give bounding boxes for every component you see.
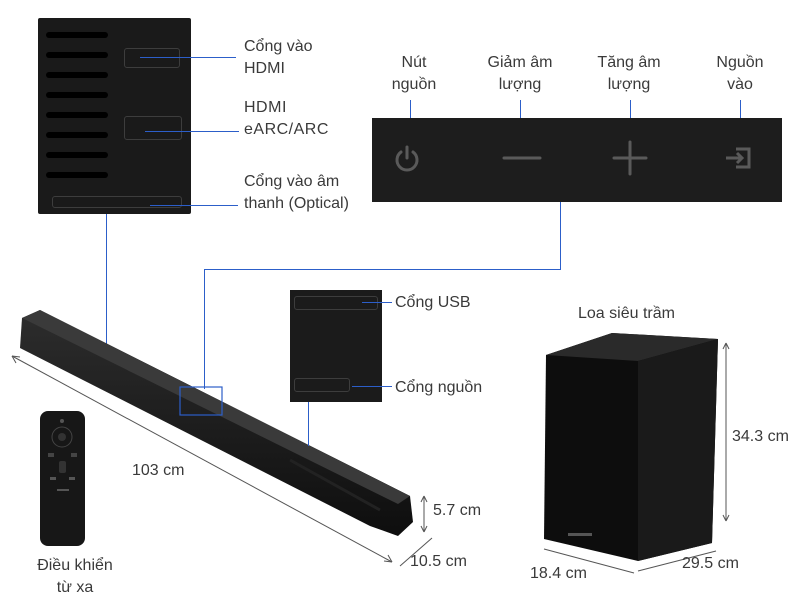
optical-leader bbox=[150, 205, 238, 206]
label-volume-up: Tăng âm lượng bbox=[597, 54, 661, 93]
label-hdmi-earc: HDMI eARC/ARC bbox=[244, 99, 329, 138]
strip-leader-vertical bbox=[560, 202, 561, 269]
back-panel-image bbox=[38, 18, 191, 214]
soundbar-depth: 10.5 cm bbox=[410, 553, 467, 570]
back-panel-to-bar-leader bbox=[106, 214, 107, 344]
hdmi-earc-leader bbox=[145, 131, 239, 132]
strip-leader-down bbox=[204, 269, 205, 389]
usb-leader bbox=[362, 302, 392, 303]
label-source: Nguồn vào bbox=[716, 54, 764, 93]
soundbar-image bbox=[11, 310, 433, 567]
label-usb-port: Cổng USB bbox=[395, 294, 471, 311]
hdmi-in-leader bbox=[140, 57, 236, 58]
label-optical: Cổng vào âm thanh (Optical) bbox=[244, 173, 349, 212]
subwoofer-width: 18.4 cm bbox=[530, 565, 587, 582]
power-icon bbox=[395, 145, 419, 172]
side-port-leader bbox=[308, 402, 309, 446]
remote-control-image bbox=[40, 411, 85, 546]
power-port-leader bbox=[352, 386, 392, 387]
label-volume-down: Giảm âm lượng bbox=[487, 54, 553, 93]
subwoofer-title: Loa siêu trầm bbox=[578, 305, 675, 322]
soundbar-height: 5.7 cm bbox=[433, 502, 482, 519]
button-strip-image bbox=[372, 118, 782, 202]
subwoofer-depth: 29.5 cm bbox=[682, 555, 739, 572]
subwoofer-height: 34.3 cm bbox=[732, 428, 789, 445]
volume-down-icon bbox=[502, 156, 542, 160]
strip-leader-horizontal bbox=[204, 269, 561, 270]
label-remote: Điều khiển từ xa bbox=[37, 557, 113, 596]
volume-up-icon bbox=[612, 140, 648, 176]
side-port-panel-image bbox=[290, 290, 382, 402]
soundbar-length: 103 cm bbox=[132, 462, 185, 479]
label-hdmi-in: Cổng vào HDMI bbox=[244, 38, 313, 77]
source-input-icon bbox=[726, 147, 751, 169]
label-power-port: Cổng nguồn bbox=[395, 379, 483, 396]
label-power-button: Nút nguồn bbox=[391, 54, 437, 93]
subwoofer-image bbox=[543, 333, 730, 574]
